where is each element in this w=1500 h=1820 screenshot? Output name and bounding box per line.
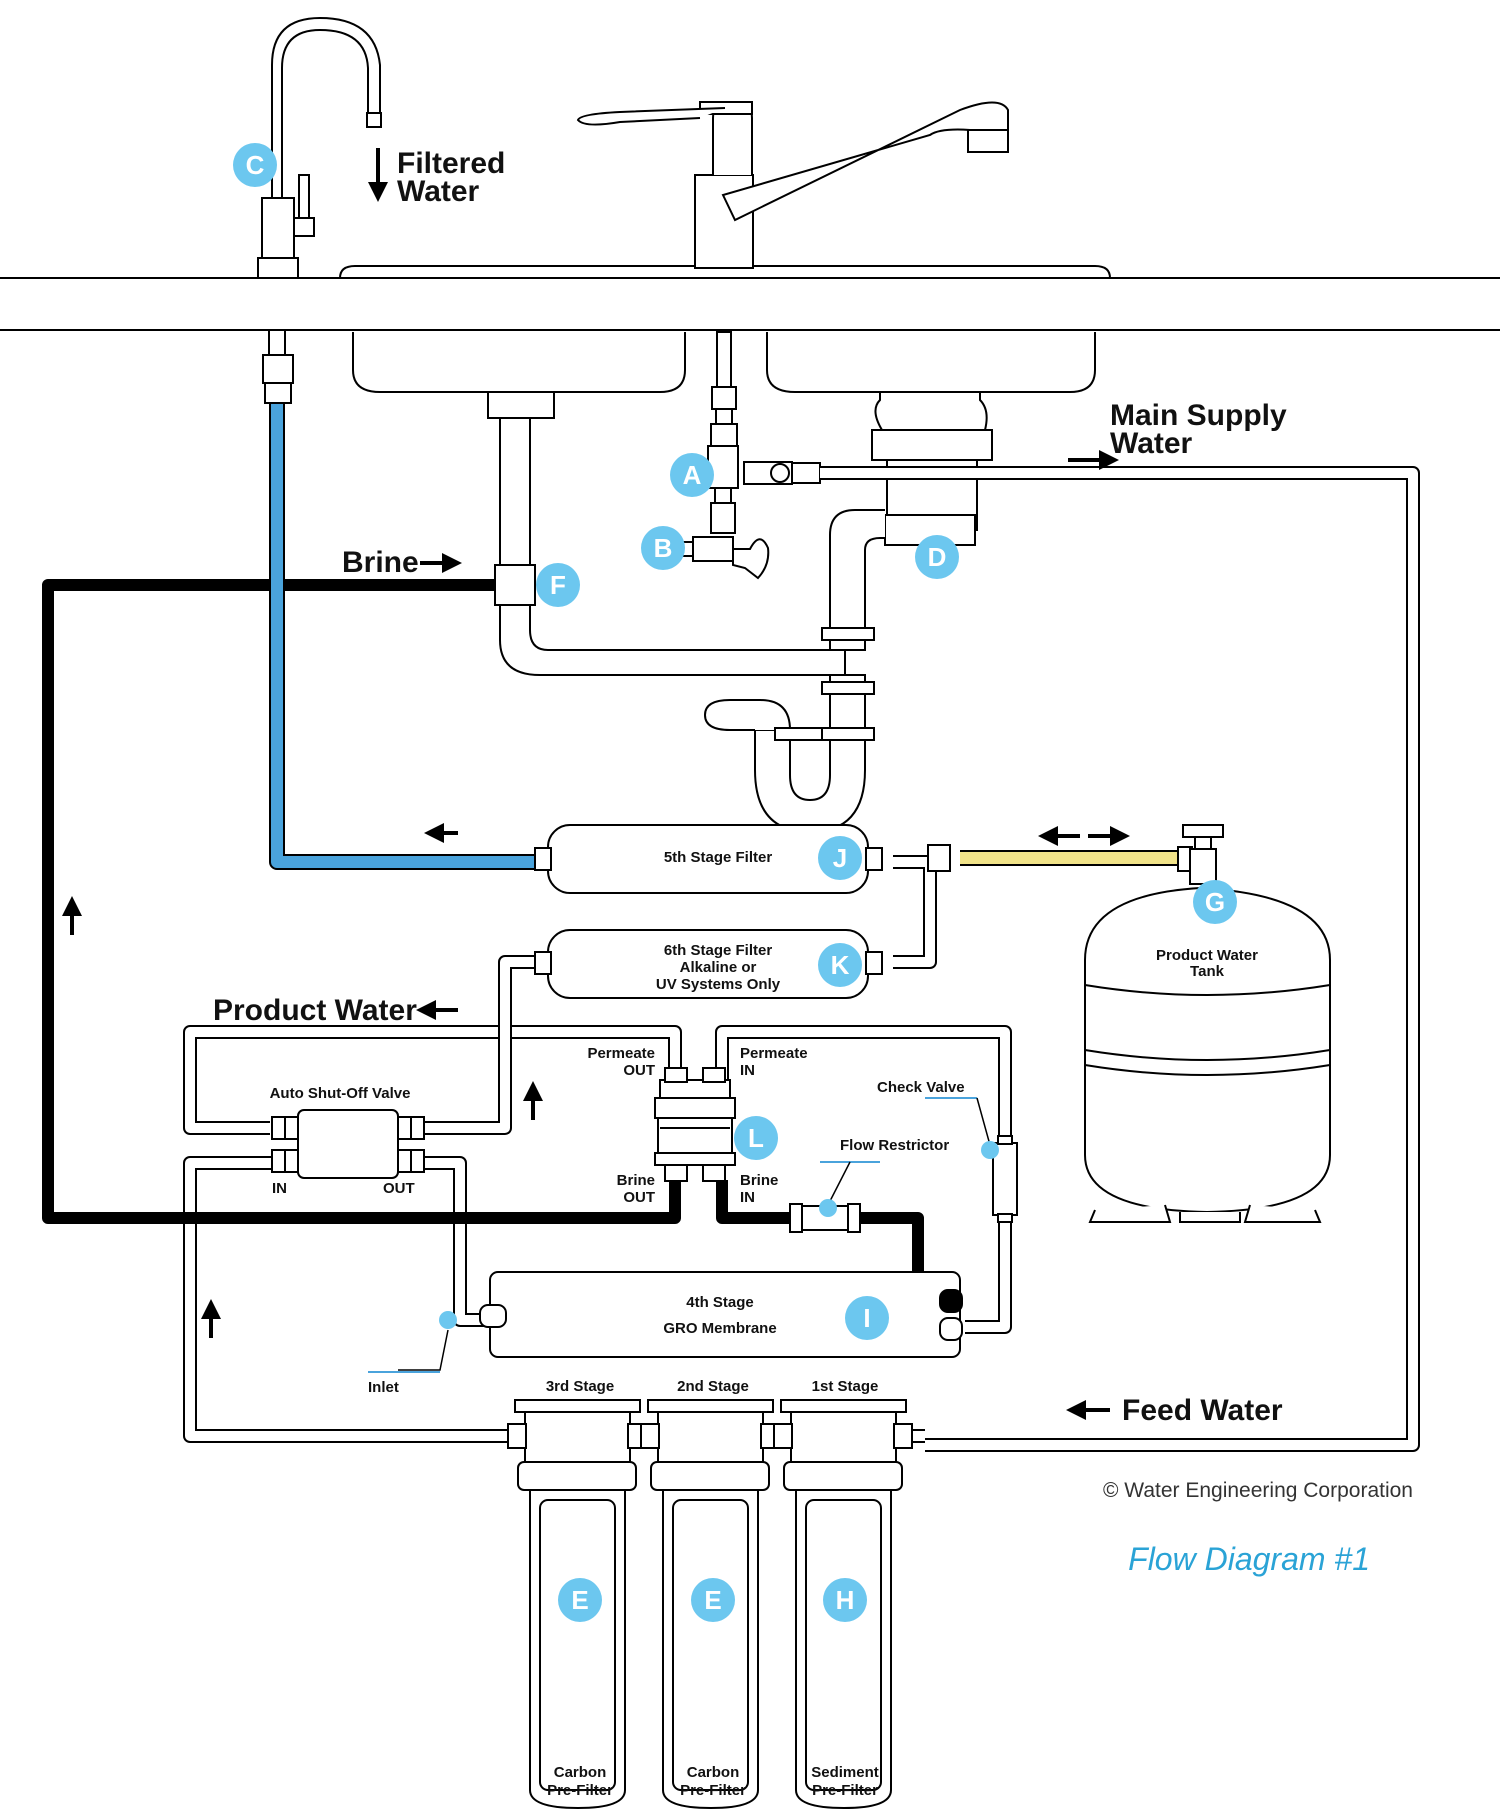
ro-faucet xyxy=(257,16,382,279)
inlet-leader xyxy=(398,1329,449,1371)
flow-restrictor-dot xyxy=(819,1199,837,1217)
svg-text:F: F xyxy=(550,570,566,600)
svg-text:B: B xyxy=(654,533,673,563)
diagram-title: Flow Diagram #1 xyxy=(1128,1541,1370,1577)
brine-in-label-1: Brine xyxy=(740,1172,778,1189)
prefilter3-label-1: Carbon xyxy=(554,1764,607,1781)
svg-text:I: I xyxy=(863,1303,870,1333)
prefilter-housing-3 xyxy=(507,1399,647,1810)
product-water-label: Product Water xyxy=(213,994,417,1027)
badge-k: K xyxy=(818,943,862,987)
stage5-label: 5th Stage Filter xyxy=(664,849,773,866)
stage6-label-2: Alkaline or xyxy=(680,959,757,976)
prefilter1-label-1: Sediment xyxy=(811,1764,879,1781)
prefilter2-label-2: Pre-Filter xyxy=(680,1782,746,1799)
stage6-label-1: 6th Stage Filter xyxy=(664,942,773,959)
sink-basins xyxy=(352,332,1096,393)
stage6-filter: 6th Stage Filter Alkaline or UV Systems … xyxy=(534,929,883,999)
flow-restrictor-leader xyxy=(827,1161,851,1206)
check-valve xyxy=(992,1135,1018,1223)
svg-text:A: A xyxy=(683,460,702,490)
copyright-text: © Water Engineering Corporation xyxy=(1103,1479,1413,1502)
svg-text:E: E xyxy=(571,1585,588,1615)
permeate-in-label-2: IN xyxy=(740,1062,755,1079)
flow-manifold xyxy=(654,1067,736,1182)
faucet-connector xyxy=(262,329,294,404)
stage5-filter: 5th Stage Filter xyxy=(534,824,1193,894)
badge-c: C xyxy=(233,143,277,187)
brine-in-label-2: IN xyxy=(740,1189,755,1206)
main-supply-label-2: Water xyxy=(1110,427,1193,460)
svg-text:H: H xyxy=(836,1585,855,1615)
product-water-line xyxy=(269,398,535,870)
tank-label-2: Tank xyxy=(1190,963,1225,980)
svg-text:L: L xyxy=(748,1123,764,1153)
prefilter-housing-2 xyxy=(640,1399,780,1810)
svg-text:K: K xyxy=(831,950,850,980)
kitchen-faucet xyxy=(576,101,1009,269)
brine-out-label-2: OUT xyxy=(623,1189,655,1206)
svg-text:C: C xyxy=(246,150,265,180)
badge-h: H xyxy=(823,1578,867,1622)
badge-g: G xyxy=(1193,880,1237,924)
gro-membrane xyxy=(479,1271,963,1358)
check-valve-leader xyxy=(976,1097,991,1146)
badge-b: B xyxy=(641,526,685,570)
stage2-label: 2nd Stage xyxy=(677,1378,749,1395)
product-water-tank xyxy=(1084,824,1331,1223)
auto-shutoff-valve xyxy=(271,1109,425,1179)
filtered-water-label-1: Filtered xyxy=(397,147,505,180)
check-valve-dot xyxy=(981,1141,999,1159)
prefilter-housing-1 xyxy=(773,1399,913,1810)
badge-e-stage3: E xyxy=(558,1578,602,1622)
filtered-water-label-2: Water xyxy=(397,175,480,208)
asv-out-label: OUT xyxy=(383,1180,415,1197)
drain-plumbing xyxy=(487,391,993,834)
badge-a: A xyxy=(670,453,714,497)
membrane-label-1: 4th Stage xyxy=(686,1294,754,1311)
prefilter1-label-2: Pre-Filter xyxy=(812,1782,878,1799)
svg-text:J: J xyxy=(833,843,847,873)
svg-text:E: E xyxy=(704,1585,721,1615)
permeate-in-label-1: Permeate xyxy=(740,1045,808,1062)
prefilter3-label-2: Pre-Filter xyxy=(547,1782,613,1799)
brine-saddle xyxy=(494,564,536,606)
stage3-label: 3rd Stage xyxy=(546,1378,614,1395)
badge-f: F xyxy=(536,563,580,607)
brine-out-label-1: Brine xyxy=(617,1172,655,1189)
stage6-label-3: UV Systems Only xyxy=(656,976,781,993)
flow-arrows xyxy=(62,148,1130,1420)
badge-l: L xyxy=(734,1116,778,1160)
svg-text:D: D xyxy=(928,542,947,572)
asv-in-label: IN xyxy=(272,1180,287,1197)
prefilter2-label-1: Carbon xyxy=(687,1764,740,1781)
inlet-label: Inlet xyxy=(368,1379,399,1396)
badge-d: D xyxy=(915,535,959,579)
brine-label: Brine xyxy=(342,546,419,579)
badge-i: I xyxy=(845,1296,889,1340)
supply-valve-assembly xyxy=(675,331,821,580)
permeate-out-label-2: OUT xyxy=(623,1062,655,1079)
badge-e-stage2: E xyxy=(691,1578,735,1622)
feed-water-label: Feed Water xyxy=(1122,1394,1283,1427)
stage1-label: 1st Stage xyxy=(812,1378,879,1395)
auto-shutoff-label: Auto Shut-Off Valve xyxy=(270,1085,411,1102)
main-supply-label-1: Main Supply xyxy=(1110,399,1287,432)
countertop xyxy=(0,265,1500,331)
flow-restrictor-label: Flow Restrictor xyxy=(840,1137,949,1154)
permeate-out-label-1: Permeate xyxy=(587,1045,655,1062)
inlet-dot xyxy=(439,1311,457,1329)
flow-restrictor xyxy=(789,1203,861,1233)
svg-text:G: G xyxy=(1205,887,1225,917)
badge-j: J xyxy=(818,836,862,880)
check-valve-label: Check Valve xyxy=(877,1079,965,1096)
membrane-label-2: GRO Membrane xyxy=(663,1320,776,1337)
tank-label-1: Product Water xyxy=(1156,947,1258,964)
